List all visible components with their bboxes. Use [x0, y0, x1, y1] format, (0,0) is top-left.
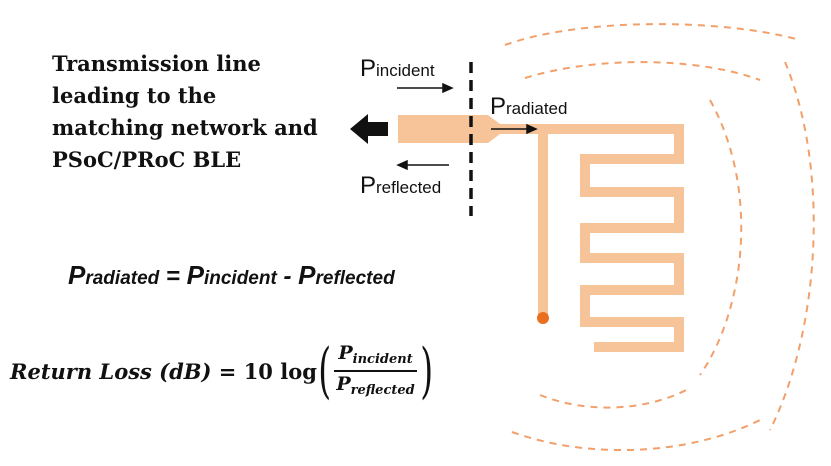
transmission-line-label: Transmission line leading to the matchin… — [52, 48, 352, 176]
feed-dot — [537, 312, 549, 324]
label-p-radiated: Pradiated — [490, 93, 568, 120]
radiation-arc-inner-top — [524, 61, 761, 81]
radiation-arc-inner-bottom — [539, 387, 691, 409]
transmission-line-label-line1: Transmission line — [52, 51, 261, 76]
antenna-feed-stub — [538, 124, 548, 318]
transmission-line-label-line4: PSoC/PRoC BLE — [52, 147, 242, 172]
antenna-meander-end — [594, 342, 684, 352]
left-paren: ( — [318, 336, 332, 406]
transmission-line-label-line2: leading to the — [52, 83, 217, 108]
radiation-arc-outer-bottom — [511, 419, 761, 452]
return-loss-fraction: Pincident Preflected — [334, 342, 417, 399]
transmission-line-label-line3: matching network and — [52, 115, 318, 140]
right-paren: ) — [420, 336, 433, 406]
transmission-line — [398, 115, 548, 143]
radiation-waves — [504, 23, 815, 452]
fraction-denominator: Preflected — [336, 373, 415, 398]
return-loss-equation: Return Loss (dB) = 10 log ( Pincident Pr… — [10, 333, 434, 409]
return-loss-lhs: Return Loss (dB) = 10 log — [10, 358, 317, 384]
label-p-reflected: Preflected — [360, 172, 442, 199]
antenna — [398, 115, 684, 352]
label-p-incident: Pincident — [360, 55, 435, 82]
fraction-numerator: Pincident — [338, 342, 413, 368]
radiation-arc-outer-right — [769, 61, 815, 431]
right-arrow-icon — [442, 82, 454, 94]
power-equation: Pradiated = Pincident - Preflected — [68, 260, 395, 290]
antenna-top-arm — [538, 124, 684, 134]
power-arrows — [396, 82, 538, 171]
radiation-arc-inner-right — [699, 99, 743, 376]
fraction-bar — [334, 370, 417, 372]
radiation-arc-outer-top — [504, 23, 801, 46]
left-arrow-icon — [350, 114, 388, 144]
